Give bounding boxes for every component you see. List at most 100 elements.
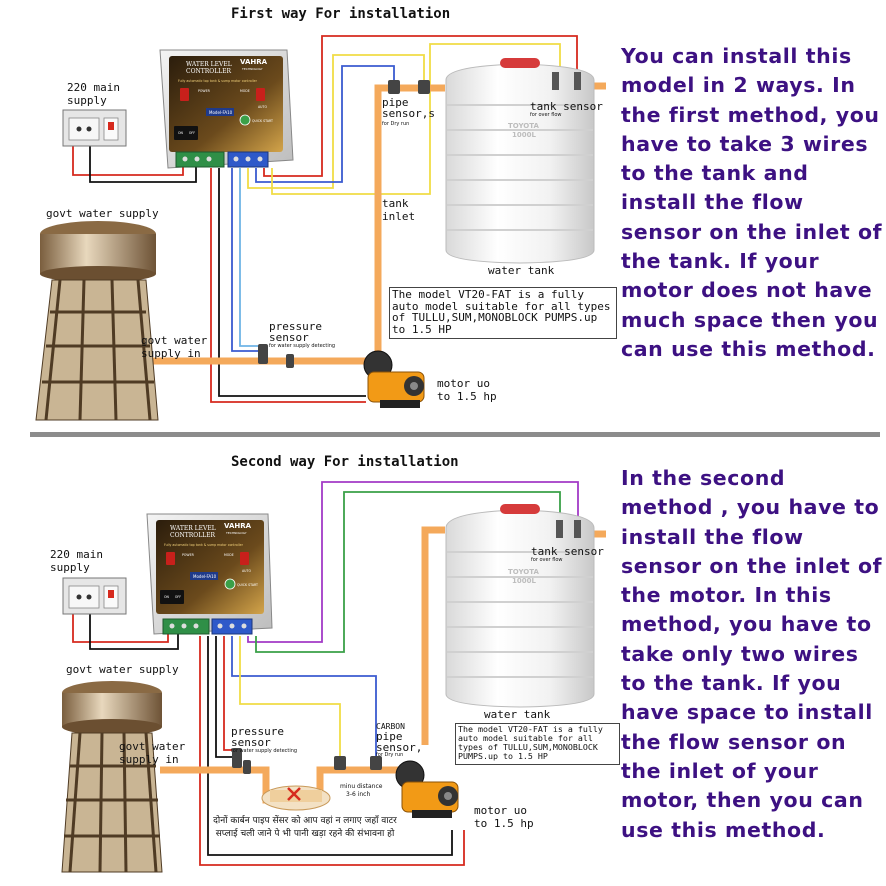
tank-probe-1b (574, 72, 581, 90)
pressure2-sublabel: for water supply detecting (231, 748, 297, 754)
carbon-label-3: sensor, (376, 741, 422, 754)
controller-brand-2: VAHRA (224, 522, 252, 530)
motor-label-1: motor uo (437, 377, 490, 390)
govt-in-label-1: govt water (141, 334, 208, 347)
method1-wires (72, 35, 578, 403)
pressure-label-2: sensor (269, 331, 309, 344)
tank-lid-1 (500, 58, 540, 68)
tank2-wire-purple (247, 481, 579, 643)
govt-supply-label-1: govt water supply (46, 207, 159, 220)
quick-start-button-1[interactable] (239, 114, 251, 126)
method1-diagram: First way For installation (35, 6, 606, 421)
wall-switch-1 (62, 109, 127, 147)
power-label-1: POWER (198, 89, 211, 93)
motor-1 (363, 350, 425, 408)
quick-start-label-1: QUICK START (252, 119, 273, 123)
main-supply-line2: supply (67, 94, 107, 107)
mains2-wire-red (72, 610, 169, 643)
method1-description: You can install this model in 2 ways. In… (621, 44, 883, 361)
govt-in-label-2: supply in (141, 347, 201, 360)
main-supply-line1: 220 main (67, 81, 120, 94)
power-switch-1[interactable] (180, 88, 189, 101)
govt-in2-label-2: supply in (119, 753, 179, 766)
cross-mark (287, 787, 301, 801)
pressure-wire-blue (231, 168, 262, 352)
method2-heading: Second way For installation (231, 454, 459, 470)
main-supply2-line2: supply (50, 561, 90, 574)
motor-wire-black (218, 168, 366, 397)
controller-brand-1: VAHRA (240, 58, 268, 66)
mode-switch-2[interactable] (240, 552, 249, 565)
tank-lid-2 (500, 504, 540, 514)
power-switch-2[interactable] (166, 552, 175, 565)
model-note-1: The model VT20-FAT is a fully auto model… (389, 287, 617, 339)
pressure-sensor-2 (232, 748, 251, 774)
water-tank-label-2: water tank (484, 708, 551, 721)
carbon-label-1: CARBON (376, 722, 405, 731)
method2-diagram: Second way For installation (50, 454, 606, 873)
mode-label-1: MODE (240, 89, 250, 93)
off-label-2: OFF (175, 595, 181, 599)
pressure2-wire-red (223, 636, 232, 751)
model-text-1: Model-FA10 (209, 110, 233, 115)
pressure-sensor-1 (258, 344, 294, 368)
controller-tagline-1: Fully automatic top tank & sump motor co… (178, 79, 258, 83)
pressure2-label-1: pressure (231, 725, 284, 738)
pressure-wire-lightblue (239, 168, 262, 347)
water-tower-2 (61, 681, 163, 873)
pipe-sensor-sublabel-1: for Dry run (382, 121, 409, 127)
wall-switch-2 (62, 577, 127, 615)
tank-sensor-sublabel-1: for over flow (530, 112, 562, 118)
off-label-1: OFF (189, 131, 195, 135)
water-tank-label-1: water tank (488, 264, 555, 277)
pipe-closeup (261, 785, 331, 811)
pressure2-label-2: sensor (231, 736, 271, 749)
method2-wires (72, 481, 579, 866)
method1-heading: First way For installation (231, 6, 450, 22)
motor2-label-2: to 1.5 hp (474, 817, 534, 830)
on-label-1: ON (178, 131, 184, 135)
carbon-label-2: pipe (376, 730, 403, 743)
green-terminal-1 (175, 151, 225, 168)
quick-start-label-2: QUICK START (237, 583, 258, 587)
tank-wire-yellow-2 (271, 43, 561, 195)
mode-switch-1[interactable] (256, 88, 265, 101)
auto-label-2: AUTO (242, 569, 251, 573)
mains-wire-black (89, 142, 197, 183)
tank-probe-2a (556, 520, 563, 538)
hindi-note: दोनों कार्बन पाइप सेंसर को आप वहां न लगा… (213, 816, 397, 839)
pipe-sensor-1b (418, 80, 430, 94)
mains2-wire-black (89, 610, 179, 650)
section-divider (30, 432, 880, 437)
model-plate-2 (190, 572, 218, 580)
motor-label-2: to 1.5 hp (437, 390, 497, 403)
model-plate-1 (206, 108, 234, 116)
tank2-inlet-pipe (421, 526, 445, 745)
model-note-2: The model VT20-FAT is a fully auto model… (455, 723, 620, 765)
tank-sensor-label-1: tank sensor (530, 100, 603, 113)
power-label-2: POWER (182, 553, 195, 557)
motor2-label-1: motor uo (474, 804, 527, 817)
controller-brand-sub-2: TECHNOLOGY (225, 531, 247, 535)
mode-label-2: MODE (224, 553, 234, 557)
quick-start-button-2[interactable] (224, 578, 236, 590)
carbon-wire-yellow (239, 636, 341, 756)
water-tower-1 (35, 221, 159, 421)
method2-description: In the second method , you have to insta… (621, 466, 883, 842)
tank-sensor-sublabel-2: for over flow (531, 557, 563, 563)
